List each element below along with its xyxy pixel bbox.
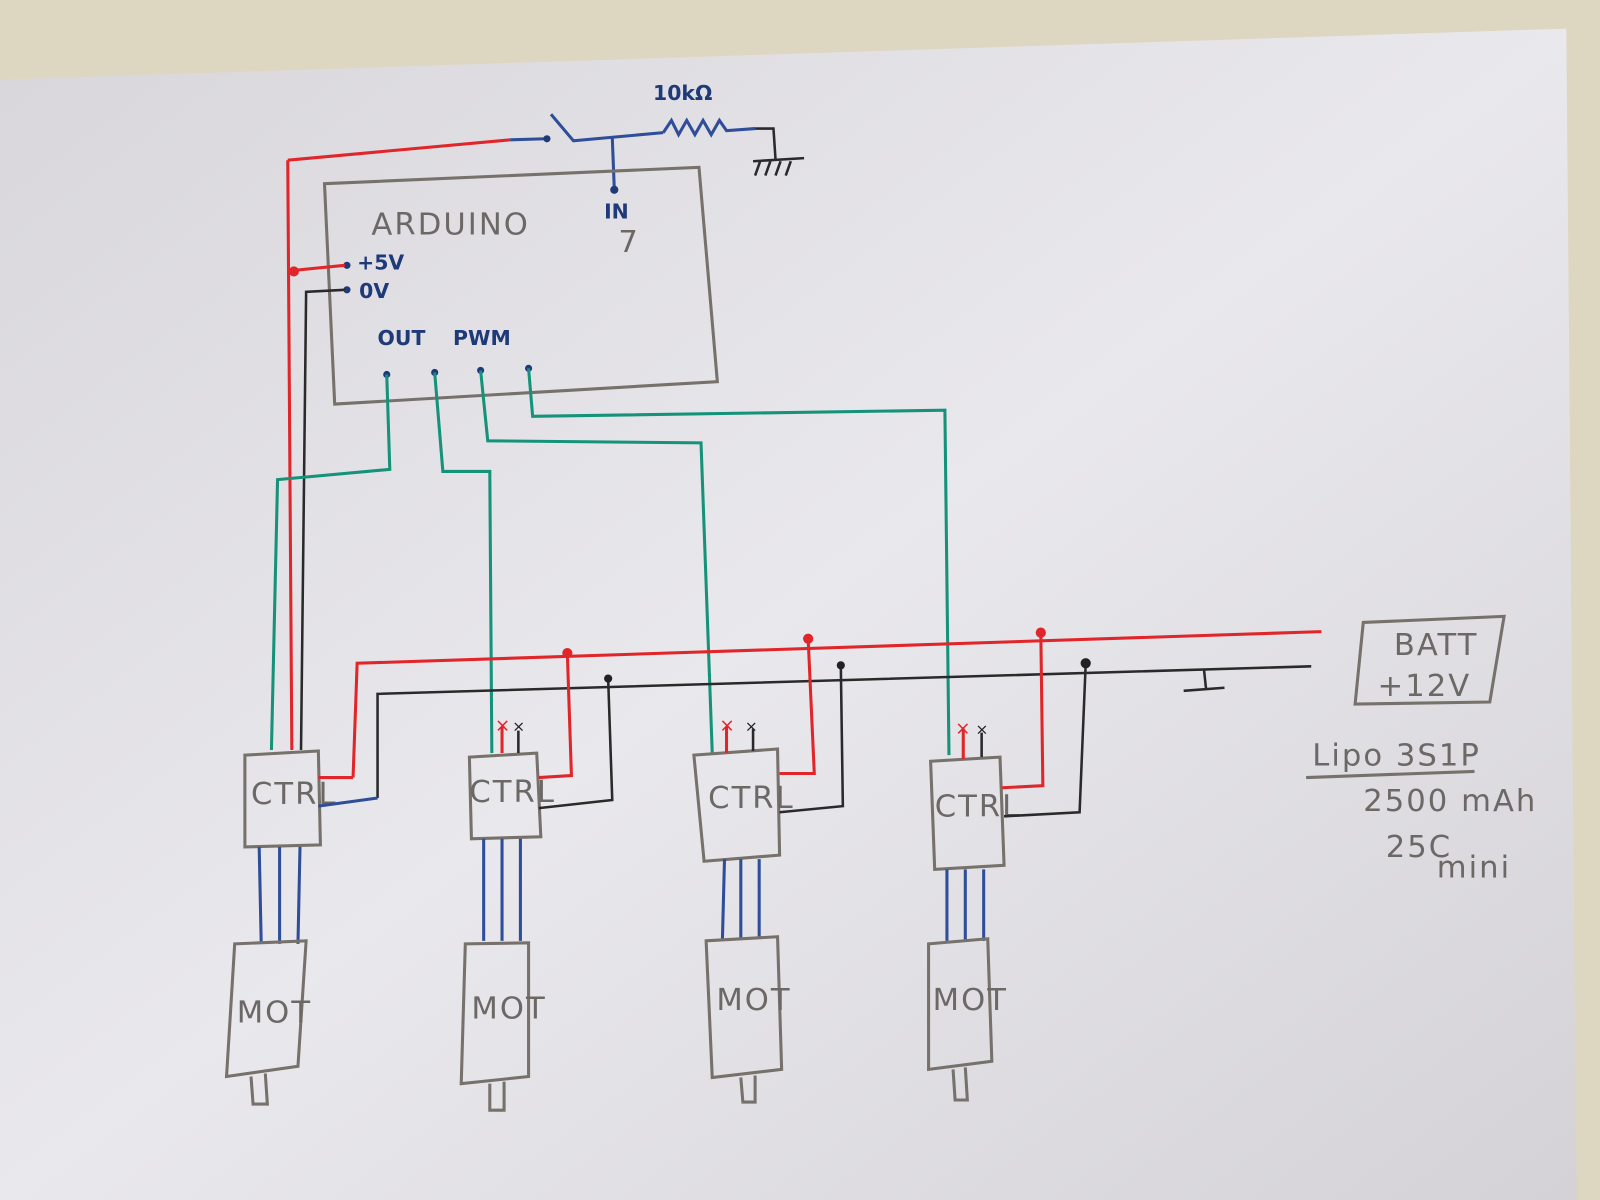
resistor-label: 10kΩ [653,81,712,105]
controller-label: CTRL [708,781,795,816]
motor-4: MOT [927,937,1008,1102]
ground-icon [1183,670,1225,693]
motor-label: MOT [716,983,791,1018]
controller-label: CTRL [469,775,556,810]
motor-3: MOT [704,935,791,1104]
unconnected-mark: × [719,716,734,737]
arduino-label: ARDUINO [371,208,530,243]
motor-2: MOT [459,941,546,1112]
battery-discharge-note: mini [1437,851,1511,886]
controller-4: CTRL × × [929,627,1091,941]
pwm-label: PWM [453,326,511,350]
unconnected-mark: × [955,719,970,740]
motor-label: MOT [471,991,546,1026]
battery: BATT +12V [1353,614,1506,706]
switch-to-in-wire [610,136,616,189]
battery-voltage: +12V [1378,669,1472,704]
motor-label: MOT [237,995,312,1030]
controller-label: CTRL [935,789,1022,824]
motor-1: MOT [224,939,312,1106]
underline [1306,769,1475,780]
unconnected-mark: × [976,721,989,739]
controller-1: CTRL [243,749,378,944]
controller-3: CTRL × × [692,633,845,939]
unconnected-mark: × [512,718,525,736]
pin-0v-label: 0V [359,279,389,303]
battery-label: BATT [1394,628,1479,663]
out-label: OUT [378,326,426,350]
battery-capacity: 2500 mAh [1363,784,1537,819]
controller-label: CTRL [251,777,338,812]
input-switch-circuit: 10kΩ [287,81,805,194]
ground-icon [752,156,805,176]
paper-sheet [0,28,1577,1200]
arduino-0v-wire [299,288,345,751]
pin-in-number: 7 [618,225,640,260]
pin-in-label: IN [604,199,629,223]
unconnected-mark: × [495,716,510,737]
battery-positive-bus [351,630,1322,778]
controller-2: CTRL × × [467,647,614,941]
pin-5v-label: +5V [357,250,404,274]
arduino-board: ARDUINO IN 7 +5V 0V OUT PWM [322,165,720,406]
arduino-5v-wire [286,160,346,751]
battery-discharge: 25C [1386,830,1452,865]
resistor-icon [661,117,756,138]
unconnected-mark: × [745,718,758,736]
battery-type: Lipo 3S1P [1312,738,1481,773]
switch-lead [510,137,546,142]
battery-ground-bus [376,665,1312,798]
motor-label: MOT [933,983,1008,1018]
switch-icon [549,113,664,143]
signal-wires [269,368,951,756]
